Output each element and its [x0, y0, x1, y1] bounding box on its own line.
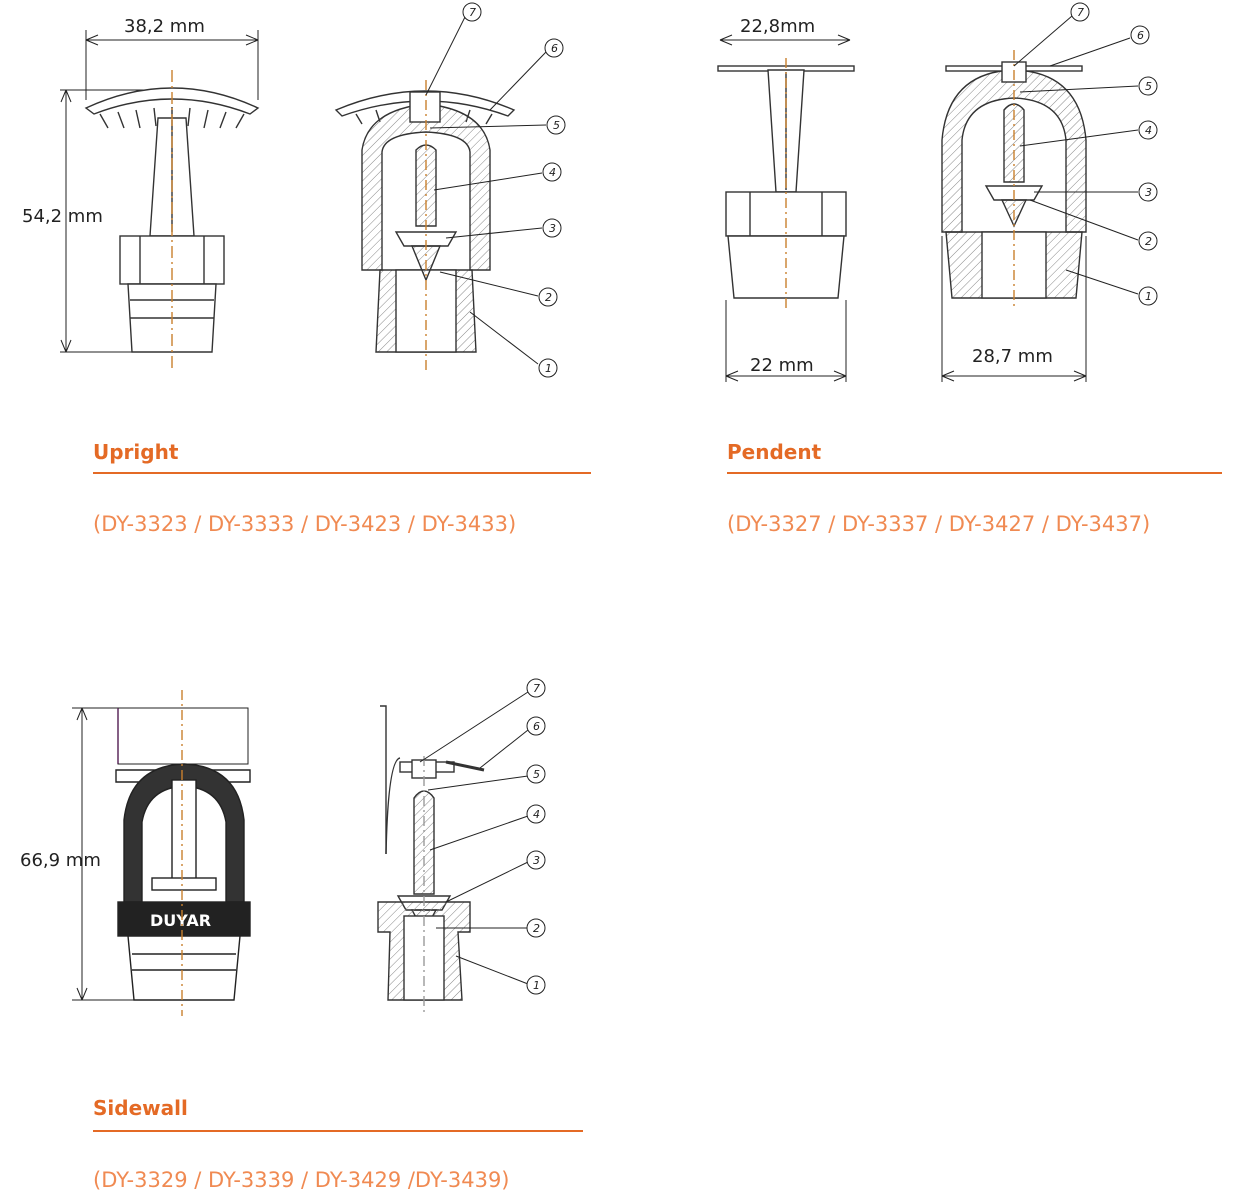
sidewall-model-codes: (DY-3329 / DY-3339 / DY-3429 /DY-3439)	[93, 1168, 510, 1192]
upright-model-codes: (DY-3323 / DY-3333 / DY-3423 / DY-3433)	[93, 512, 517, 536]
pendent-body-label: 28,7 mm	[972, 346, 1053, 367]
sidewall-title: Sidewall	[93, 1096, 188, 1120]
upright-sprinkler-section	[334, 80, 516, 372]
sidewall-drawing: 66,9 mm DUYAR 7 6 5	[20, 678, 546, 1016]
sidewall-callout-labels: 7 6 5 4 3 2 1	[533, 682, 540, 992]
svg-text:2: 2	[533, 922, 540, 935]
svg-text:3: 3	[533, 854, 540, 867]
svg-text:6: 6	[1137, 29, 1144, 42]
upright-height-label: 54,2 mm	[22, 206, 103, 227]
svg-text:7: 7	[1077, 6, 1084, 19]
pendent-bottom-dimension: 22 mm	[725, 300, 847, 382]
svg-text:7: 7	[469, 6, 476, 19]
pendent-top-dimension: 22,8mm	[719, 16, 851, 46]
pendent-model-codes: (DY-3327 / DY-3337 / DY-3427 / DY-3437)	[727, 512, 1151, 536]
sidewall-height-label: 66,9 mm	[20, 850, 101, 871]
sidewall-divider	[93, 1130, 583, 1132]
svg-text:5: 5	[1145, 80, 1152, 93]
pendent-bottom-label: 22 mm	[750, 355, 814, 376]
svg-text:4: 4	[549, 166, 556, 179]
svg-text:6: 6	[533, 720, 540, 733]
pendent-body-dimension: 28,7 mm	[941, 236, 1087, 382]
svg-text:6: 6	[551, 42, 558, 55]
svg-text:4: 4	[533, 808, 540, 821]
pendent-divider	[727, 472, 1222, 474]
pendent-drawing: 22,8mm 22 mm 28,7 mm	[717, 2, 1158, 382]
pendent-title: Pendent	[727, 440, 822, 464]
sidewall-callouts	[419, 678, 546, 995]
upright-width-label: 38,2 mm	[124, 16, 205, 37]
pendent-top-label: 22,8mm	[740, 16, 815, 37]
sidewall-sprinkler-section	[377, 705, 485, 1016]
svg-text:3: 3	[1145, 186, 1152, 199]
svg-text:5: 5	[553, 119, 560, 132]
upright-width-dimension: 38,2 mm	[85, 16, 259, 100]
sidewall-sprinkler-external: DUYAR	[115, 690, 251, 1016]
upright-drawing: 38,2 mm 54,2 mm	[22, 2, 566, 378]
upright-title: Upright	[93, 440, 179, 464]
upright-sprinkler-external	[84, 70, 260, 372]
svg-text:1: 1	[533, 979, 540, 992]
svg-text:2: 2	[1145, 235, 1152, 248]
svg-text:3: 3	[549, 222, 556, 235]
svg-text:7: 7	[533, 682, 540, 695]
pendent-sprinkler-section	[941, 50, 1087, 310]
svg-text:2: 2	[545, 291, 552, 304]
pendent-sprinkler-external	[717, 58, 855, 310]
svg-text:1: 1	[545, 362, 552, 375]
svg-text:1: 1	[1145, 290, 1152, 303]
pendent-callouts	[1013, 2, 1158, 306]
sidewall-brand-label: DUYAR	[150, 911, 211, 930]
upright-callout-labels: 7 6 5 4 3 2 1	[469, 6, 560, 375]
pendent-callout-labels: 7 6 5 4 3 2 1	[1077, 6, 1152, 303]
svg-text:4: 4	[1145, 124, 1152, 137]
upright-divider	[93, 472, 591, 474]
upright-callouts	[425, 2, 566, 378]
svg-text:5: 5	[533, 768, 540, 781]
